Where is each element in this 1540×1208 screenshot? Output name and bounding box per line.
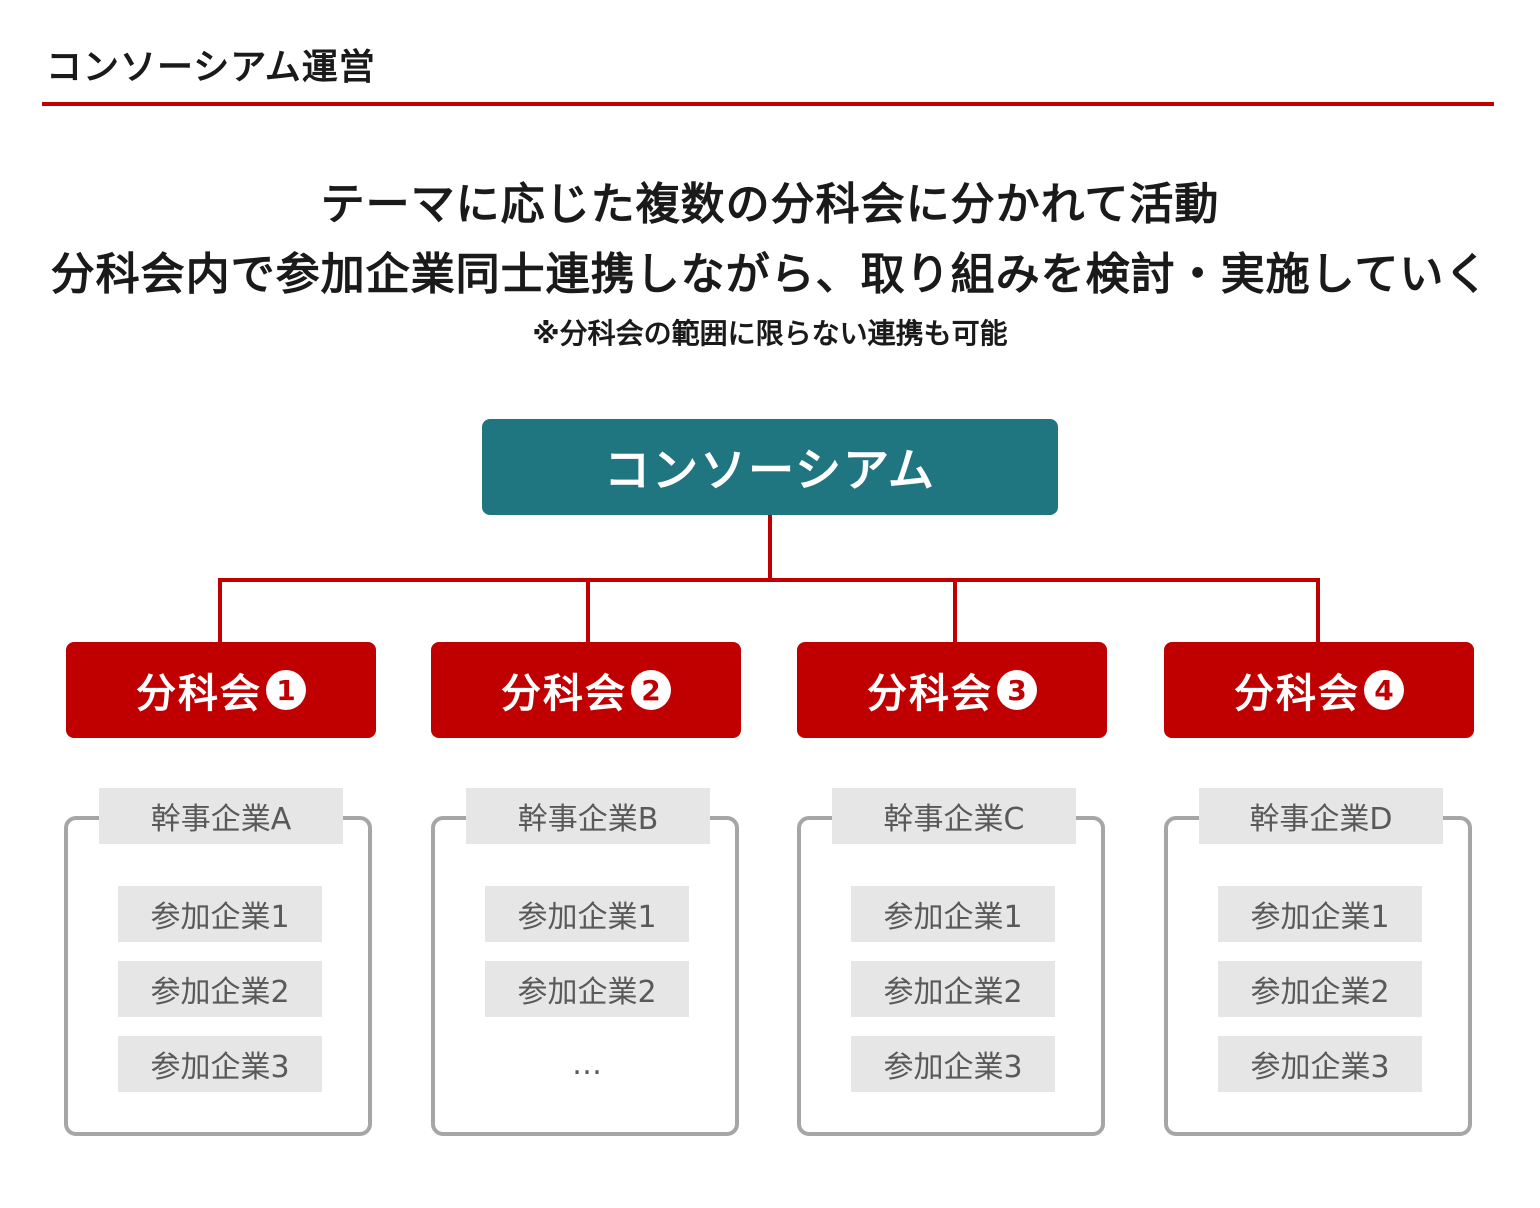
lead-company: 幹事企業D [1199,788,1443,844]
number-badge-icon: 1 [266,670,306,710]
headline-note: ※分科会の範囲に限らない連携も可能 [532,317,1008,350]
number-badge-icon: 2 [631,670,671,710]
subcommittee-4-node: 分科会 4 [1164,642,1474,738]
consortium-node: コンソーシアム [482,419,1058,515]
number-badge-icon: 3 [997,670,1037,710]
subcommittee-label: 分科会 [867,671,993,717]
member-company: 参加企業2 [485,961,689,1017]
subcommittee-3-node: 分科会 3 [797,642,1107,738]
page-title: コンソーシアム運営 [46,47,376,88]
member-company: 参加企業3 [118,1036,322,1092]
member-company: 参加企業2 [1218,961,1422,1017]
number-badge-icon: 4 [1364,670,1404,710]
lead-company: 幹事企業A [99,788,343,844]
headline-line-2: 分科会内で参加企業同士連携しながら、取り組みを検討・実施していく [50,249,1490,300]
subcommittee-2-node: 分科会 2 [431,642,741,738]
subcommittee-label: 分科会 [136,671,262,717]
title-divider [42,102,1494,106]
subcommittee-1-node: 分科会 1 [66,642,376,738]
consortium-label: コンソーシアム [604,443,936,497]
member-company: 参加企業1 [851,886,1055,942]
lead-company: 幹事企業B [466,788,710,844]
more-members-ellipsis: … [572,1046,602,1082]
member-company: 参加企業1 [1218,886,1422,942]
lead-company: 幹事企業C [832,788,1076,844]
member-company: 参加企業2 [851,961,1055,1017]
subcommittee-label: 分科会 [501,671,627,717]
member-company: 参加企業3 [1218,1036,1422,1092]
member-company: 参加企業3 [851,1036,1055,1092]
subcommittee-label: 分科会 [1234,671,1360,717]
headline-line-1: テーマに応じた複数の分科会に分かれて活動 [320,179,1220,230]
member-company: 参加企業1 [485,886,689,942]
member-company: 参加企業2 [118,961,322,1017]
member-company: 参加企業1 [118,886,322,942]
